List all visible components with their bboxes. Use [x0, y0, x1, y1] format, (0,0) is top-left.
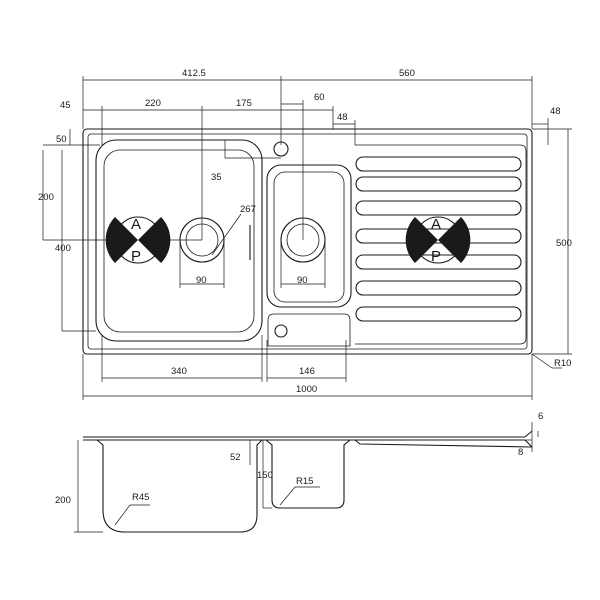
dim-waste-offset: 220 — [145, 98, 161, 109]
dim-step-depth: 52 — [230, 452, 241, 463]
pictogram-left-top: A — [131, 216, 141, 233]
drainer-outline — [355, 144, 527, 345]
dim-main-bowl-width: 340 — [171, 366, 187, 377]
section-drainer-step — [354, 439, 533, 448]
dim-waste-dia-half: 90 — [297, 275, 308, 286]
dim-waste-dia-main: 90 — [196, 275, 207, 286]
dim-overall-right: 560 — [399, 68, 415, 79]
sink-inner-rim — [87, 133, 528, 350]
pictogram-right-top: A — [431, 216, 441, 233]
pictogram-right-bottom: P — [431, 248, 441, 265]
section-half-bowl — [265, 439, 351, 509]
dim-top-margin: 50 — [56, 134, 67, 145]
dim-bowl-radius: 267 — [240, 204, 256, 215]
dim-overall-width: 1000 — [296, 384, 317, 395]
dim-drainer-edge: 48 — [550, 106, 561, 117]
dim-overall-left: 412.5 — [182, 68, 206, 79]
dim-waste-to-tap: 175 — [236, 98, 252, 109]
section-view — [83, 430, 533, 533]
dim-bowl-depth: 400 — [55, 243, 71, 254]
dim-drainer-step: 8 — [518, 447, 523, 458]
dim-half-radius: R15 — [296, 476, 313, 487]
dim-corner-radius: R10 — [554, 358, 571, 369]
dim-tap-offset: 35 — [211, 172, 222, 183]
dim-tap-width: 60 — [314, 92, 325, 103]
dim-waste-from-top: 200 — [38, 192, 54, 203]
pictogram-left-bottom: P — [131, 248, 141, 265]
sink-outer-rim — [82, 128, 533, 355]
section-flange — [83, 436, 525, 441]
dim-half-bowl-width: 146 — [299, 366, 315, 377]
half-bowl-step — [267, 313, 351, 347]
dim-main-radius: R45 — [132, 492, 149, 503]
plan-dimension-labels: 412.5 560 45 220 175 60 48 48 50 200 400… — [38, 68, 572, 395]
dim-drainer-margin: 48 — [337, 112, 348, 123]
pictogram-left: A P — [105, 216, 171, 265]
plan-dimension-lines — [42, 76, 572, 400]
main-bowl-outer — [95, 139, 263, 342]
pictogram-right: A P — [405, 216, 471, 265]
half-bowl-outer — [266, 164, 352, 308]
section-main-bowl — [96, 439, 263, 533]
half-bowl-inner — [273, 171, 345, 303]
main-bowl-inner — [103, 149, 255, 333]
section-dimension-lines — [74, 422, 539, 533]
dim-overall-depth: 500 — [556, 238, 572, 249]
section-dimension-labels: 6 8 200 R45 52 150 R15 — [55, 411, 543, 506]
dim-flange-thickness: 6 — [538, 411, 543, 422]
overflow-hole — [274, 324, 288, 338]
dim-half-depth: 150 — [257, 470, 273, 481]
dim-main-depth: 200 — [55, 495, 71, 506]
drainer-grooves — [355, 156, 522, 322]
section-drainer-lip — [524, 430, 533, 448]
dim-side-margin: 45 — [60, 100, 71, 111]
